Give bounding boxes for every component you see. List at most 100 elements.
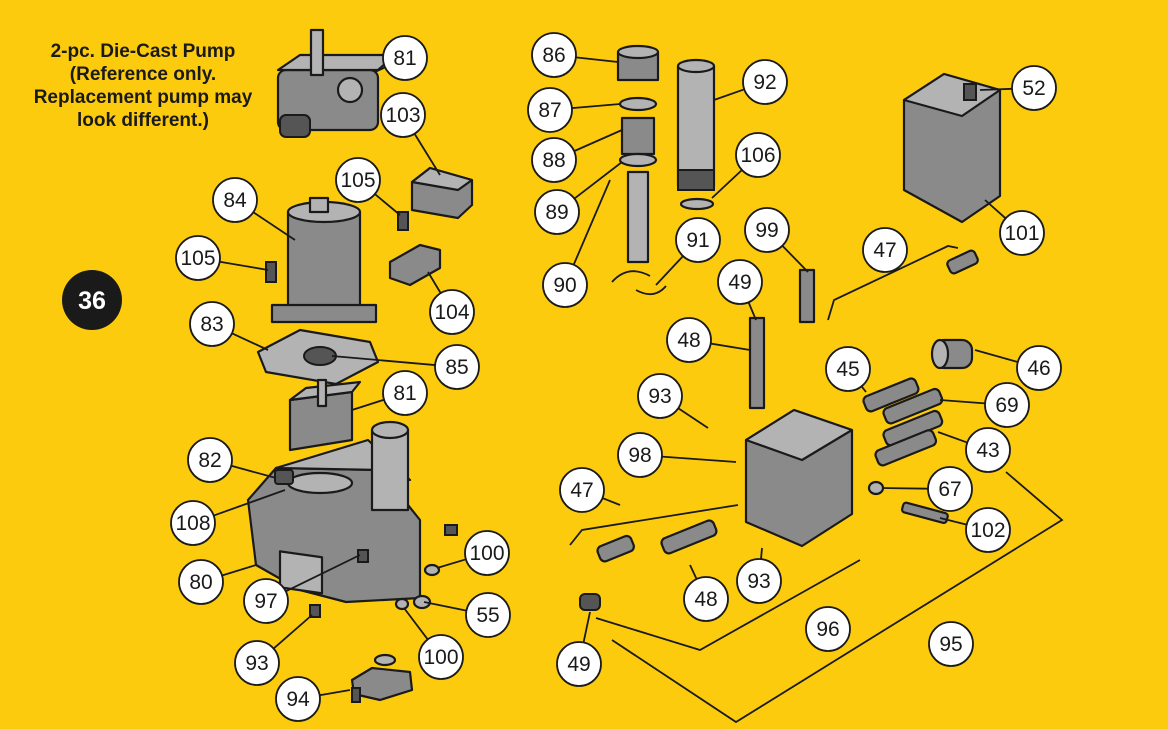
leader-line xyxy=(374,193,401,216)
leader-line xyxy=(939,399,986,405)
leader-line xyxy=(881,487,929,490)
bolt-part-105b xyxy=(265,261,277,283)
leader-line xyxy=(575,56,619,63)
callout-label: 106 xyxy=(740,144,775,167)
bolt-part-102 xyxy=(900,501,949,524)
leader-line xyxy=(979,87,1013,91)
callout-label: 81 xyxy=(393,47,416,70)
callout-label: 86 xyxy=(542,44,565,67)
leader-line xyxy=(571,103,621,110)
plug-part-93a xyxy=(309,604,321,618)
leader-line xyxy=(427,271,442,294)
leader-line xyxy=(974,349,1019,363)
callout-label: 100 xyxy=(469,542,504,565)
callout-circle xyxy=(464,530,510,576)
washer-part-67 xyxy=(867,480,885,496)
callout-circle xyxy=(542,262,588,308)
callout-47: 47 xyxy=(862,227,908,273)
bracket-part-104 xyxy=(388,243,442,287)
callout-label: 93 xyxy=(648,385,671,408)
callout-circle xyxy=(928,621,974,667)
leader-line xyxy=(655,255,684,286)
callout-105: 105 xyxy=(335,157,401,216)
callout-circle xyxy=(717,259,763,305)
callout-label: 88 xyxy=(542,149,565,172)
callout-circle xyxy=(683,576,729,622)
callout-label: 80 xyxy=(189,571,212,594)
callout-label: 103 xyxy=(385,104,420,127)
leader-line xyxy=(582,611,591,643)
callout-circle xyxy=(675,217,721,263)
callout-label: 105 xyxy=(180,247,215,270)
pump-part-81-top xyxy=(276,28,397,138)
callout-label: 43 xyxy=(976,439,999,462)
callout-circle xyxy=(434,344,480,390)
leader-line xyxy=(285,554,361,593)
callout-49: 49 xyxy=(556,611,602,687)
callout-93: 93 xyxy=(637,373,709,429)
callout-circle xyxy=(965,507,1011,553)
callout-45: 45 xyxy=(825,346,871,393)
callout-label: 85 xyxy=(445,356,468,379)
callout-69: 69 xyxy=(939,382,1030,428)
callout-circle xyxy=(187,437,233,483)
leader-line xyxy=(860,385,867,393)
leader-line xyxy=(231,332,269,351)
gasket-part-83 xyxy=(256,328,380,386)
leader-line xyxy=(760,547,763,560)
callout-label: 100 xyxy=(423,646,458,669)
leader-line xyxy=(747,301,757,321)
callout-label: 98 xyxy=(628,444,651,467)
callout-94: 94 xyxy=(275,676,351,722)
callout-circle xyxy=(527,87,573,133)
plug-part-82 xyxy=(274,469,294,485)
callout-100: 100 xyxy=(403,607,464,680)
callout-circle xyxy=(170,500,216,546)
oring-part-55 xyxy=(412,594,432,610)
valve-part-48-upper xyxy=(748,316,766,410)
callout-46: 46 xyxy=(974,345,1062,391)
leader-line xyxy=(984,199,1007,220)
callout-label: 101 xyxy=(1004,222,1039,245)
fitting-part-94 xyxy=(350,653,414,703)
leader-line xyxy=(272,614,313,650)
callout-label: 69 xyxy=(995,394,1018,417)
leader-line xyxy=(351,398,385,411)
leader-line xyxy=(331,355,436,366)
callout-circle xyxy=(534,189,580,235)
callout-circle xyxy=(825,346,871,392)
leader-line xyxy=(230,464,277,479)
callout-104: 104 xyxy=(427,271,475,335)
callout-90: 90 xyxy=(542,179,611,308)
callout-55: 55 xyxy=(423,592,511,638)
callout-label: 93 xyxy=(245,652,268,675)
manifold-block xyxy=(744,408,854,548)
bracket-47-lower xyxy=(569,504,739,546)
callout-circle xyxy=(212,177,258,223)
callout-circle xyxy=(418,634,464,680)
callout-91: 91 xyxy=(655,217,721,286)
bolt-part-105a xyxy=(397,211,409,231)
callout-label: 46 xyxy=(1027,357,1050,380)
junction-box-part-101 xyxy=(902,72,1002,224)
leader-line xyxy=(221,564,257,577)
leader-line xyxy=(252,211,296,241)
callout-label: 82 xyxy=(198,449,221,472)
callout-label: 102 xyxy=(970,519,1005,542)
relay-part-103 xyxy=(410,166,474,220)
callout-circle xyxy=(335,157,381,203)
callout-43: 43 xyxy=(937,427,1011,473)
callout-circle xyxy=(429,289,475,335)
leader-line xyxy=(374,66,386,73)
callout-circle xyxy=(927,466,973,512)
callout-circle xyxy=(380,92,426,138)
leader-line xyxy=(213,489,286,517)
callout-85: 85 xyxy=(331,344,480,390)
callout-48: 48 xyxy=(683,564,729,622)
callout-92: 92 xyxy=(713,59,788,105)
callout-circle xyxy=(736,558,782,604)
leader-line xyxy=(661,455,737,463)
callout-circle xyxy=(531,32,577,78)
callout-circle xyxy=(805,606,851,652)
callout-circle xyxy=(617,432,663,478)
